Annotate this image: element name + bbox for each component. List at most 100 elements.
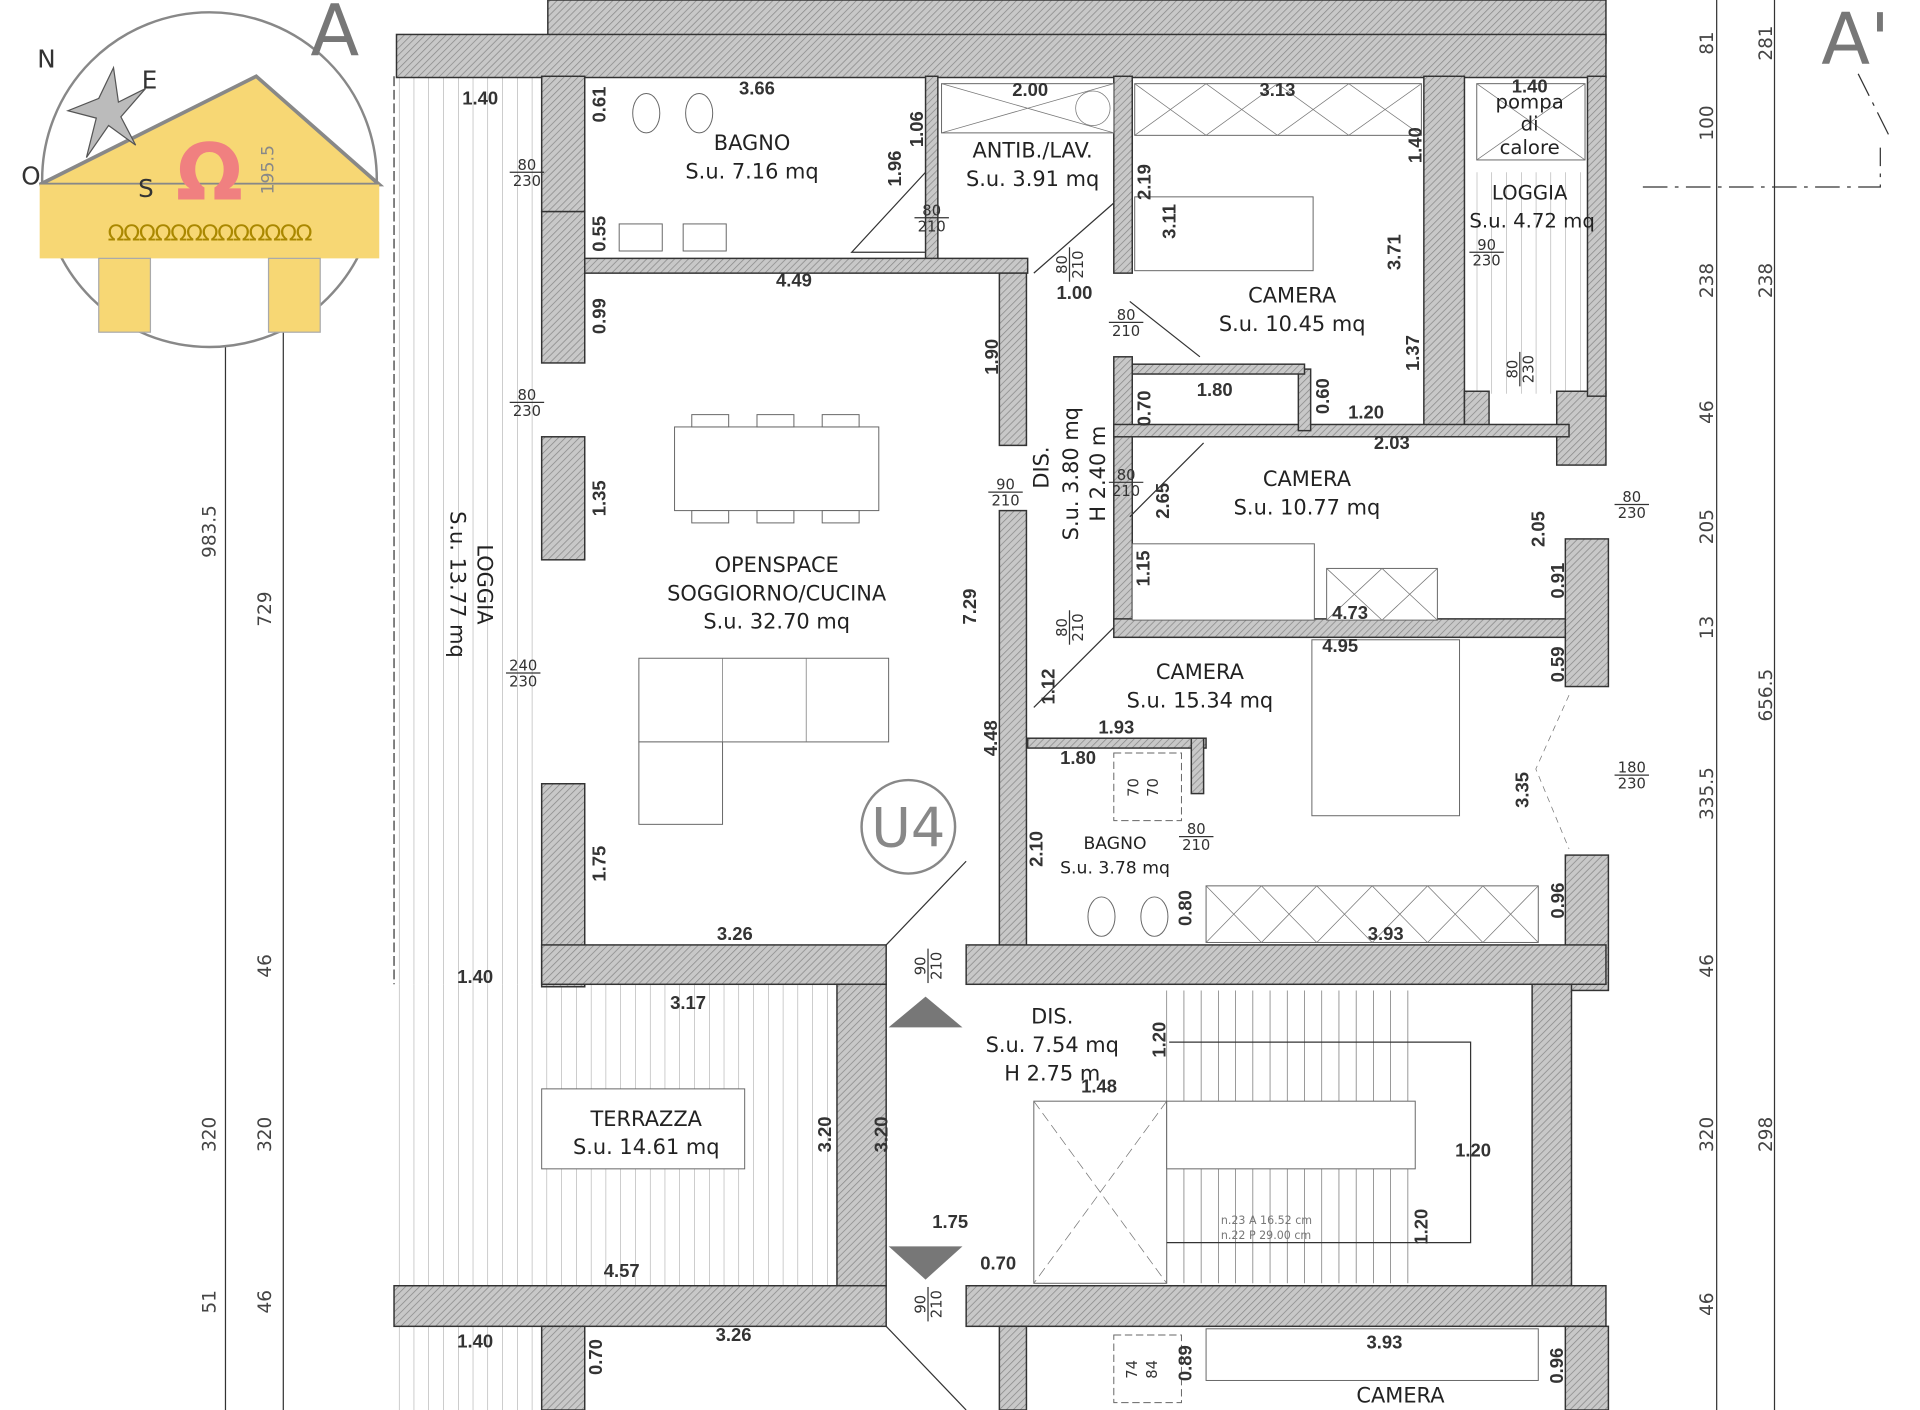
dimension-label: 3.11 (1158, 204, 1179, 239)
room-bagno-top-area: S.u. 7.16 mq (685, 159, 818, 183)
outer-dimension: 46 (1697, 954, 1718, 977)
room-camera-bottom-name: CAMERA (1356, 1384, 1445, 1408)
room-loggia-small-area: S.u. 4.72 mq (1469, 210, 1594, 233)
door-width: 240 (509, 658, 537, 675)
loggia-bottom-floor (396, 1326, 542, 1410)
door-width: 80 (1054, 255, 1071, 274)
loggia-small-floor (1470, 172, 1606, 394)
room-camera-1077-area: S.u. 10.77 mq (1234, 495, 1381, 519)
dimension-label: 4.49 (776, 270, 812, 291)
outer-dimension: 335.5 (1697, 767, 1718, 820)
dimension-label: 3.93 (1368, 923, 1404, 944)
walls (393, 0, 1610, 1410)
outer-dimension: 983.5 (200, 505, 221, 558)
door-height: 230 (513, 173, 541, 190)
door-height: 210 (929, 952, 946, 980)
room-camera-1534-name: CAMERA (1156, 660, 1245, 684)
unit-label: U4 (871, 796, 945, 859)
dimension-label: 0.60 (1312, 378, 1333, 414)
dimension-label: 1.37 (1402, 335, 1423, 371)
dimension-label: 3.17 (670, 992, 706, 1013)
door-width: 80 (518, 387, 537, 404)
dimension-label: 1.06 (906, 111, 927, 147)
door-height: 210 (918, 218, 946, 235)
door-height: 230 (1473, 253, 1501, 270)
dimension-label: 0.96 (1546, 1348, 1567, 1384)
dimension-label: 3.93 (1367, 1331, 1403, 1352)
dimension-label: 1.75 (589, 846, 610, 882)
outer-dimension: 729 (255, 591, 276, 626)
dimension-label: 7.29 (959, 589, 980, 625)
dimension-label: 3.20 (814, 1116, 835, 1152)
dimension-label: 1.20 (1455, 1140, 1491, 1161)
outer-dimension: 320 (1697, 1117, 1718, 1152)
room-dis-small-name: DIS. (1030, 446, 1054, 488)
dimension-label: 0.80 (1174, 890, 1195, 926)
door-size-labels: 8023080230240230802108021080210902308023… (505, 157, 1650, 1379)
dimension-label: 2.03 (1374, 432, 1410, 453)
loggia-large-floor (396, 76, 542, 985)
dimension-label: 0.55 (589, 216, 610, 252)
dimension-label: 4.73 (1332, 602, 1368, 623)
dimension-label: 2.19 (1134, 164, 1155, 200)
room-bagno-small-name: BAGNO (1083, 834, 1146, 854)
section-mark-a-prime: A' (1821, 0, 1889, 81)
room-dis-stair-area: S.u. 7.54 mq (986, 1033, 1119, 1057)
dimension-label: 1.80 (1060, 747, 1096, 768)
dimension-label: 4.95 (1322, 635, 1358, 656)
dimension-label: 0.96 (1547, 883, 1568, 919)
outer-dimension: 46 (1697, 1292, 1718, 1315)
outer-dimension: 238 (1697, 263, 1718, 298)
dimension-lines (224, 0, 1890, 1410)
dimension-label: 2.05 (1527, 511, 1548, 547)
logo-omega: Ω (176, 126, 243, 218)
room-openspace-area: S.u. 32.70 mq (703, 610, 850, 634)
dimension-label: 1.40 (462, 88, 498, 109)
furniture (541, 83, 1586, 1404)
door-width: 180 (1618, 760, 1646, 777)
room-loggia-big-area: S.u. 13.77 mq (446, 511, 470, 658)
dimension-label: 4.48 (980, 720, 1001, 756)
stair-note-1: n.23 A 16.52 cm (1221, 1214, 1312, 1227)
dimension-label: 0.70 (980, 1253, 1016, 1274)
dimension-label: 1.20 (1148, 1022, 1169, 1058)
pompa-line1: pompa (1496, 90, 1564, 113)
logo: Ω 195.5 ΩΩΩΩΩΩΩΩΩΩΩΩΩ N E S O (21, 11, 385, 349)
door-swings (850, 171, 1570, 1410)
pompa-line3: calore (1500, 136, 1560, 159)
outer-dimension: 81 (1697, 31, 1718, 54)
dimension-label: 0.61 (589, 87, 610, 123)
room-camera-1045-area: S.u. 10.45 mq (1219, 312, 1366, 336)
door-height: 210 (1112, 483, 1140, 500)
compass-e: E (142, 66, 158, 95)
compass-s: S (138, 174, 154, 203)
room-bagno-small-area: S.u. 3.78 mq (1060, 859, 1170, 879)
door-width: 90 (996, 477, 1015, 494)
dimension-label: 1.48 (1081, 1076, 1117, 1097)
dimension-label: 1.40 (457, 966, 493, 987)
outer-dimension: 13 (1697, 616, 1718, 639)
dimension-label: 1.12 (1038, 669, 1059, 705)
door-width: 80 (518, 157, 537, 174)
door-width: 80 (1117, 467, 1136, 484)
outer-dimension: 281 (1756, 25, 1777, 60)
door-width: 90 (1477, 237, 1496, 254)
room-openspace-name2: SOGGIORNO/CUCINA (667, 581, 887, 605)
door-width: 80 (1187, 821, 1206, 838)
dimension-label: 1.20 (1411, 1209, 1432, 1245)
dimension-label: 0.89 (1174, 1345, 1195, 1381)
shower-size: 74 (1124, 1360, 1141, 1379)
room-camera-1534-area: S.u. 15.34 mq (1127, 688, 1274, 712)
compass-o: O (21, 162, 40, 191)
outer-dimension: 51 (200, 1290, 221, 1313)
dimension-label: 1.20 (1348, 401, 1384, 422)
compass-rose-icon (66, 65, 146, 158)
door-width: 80 (1504, 360, 1521, 379)
outer-dimension: 320 (255, 1117, 276, 1152)
room-camera-1045-name: CAMERA (1248, 284, 1337, 308)
room-bagno-top-name: BAGNO (714, 131, 791, 155)
compass-n: N (37, 45, 55, 74)
outer-dimension: 46 (255, 954, 276, 977)
dimension-label: 1.40 (457, 1330, 493, 1351)
door-height: 230 (1618, 505, 1646, 522)
